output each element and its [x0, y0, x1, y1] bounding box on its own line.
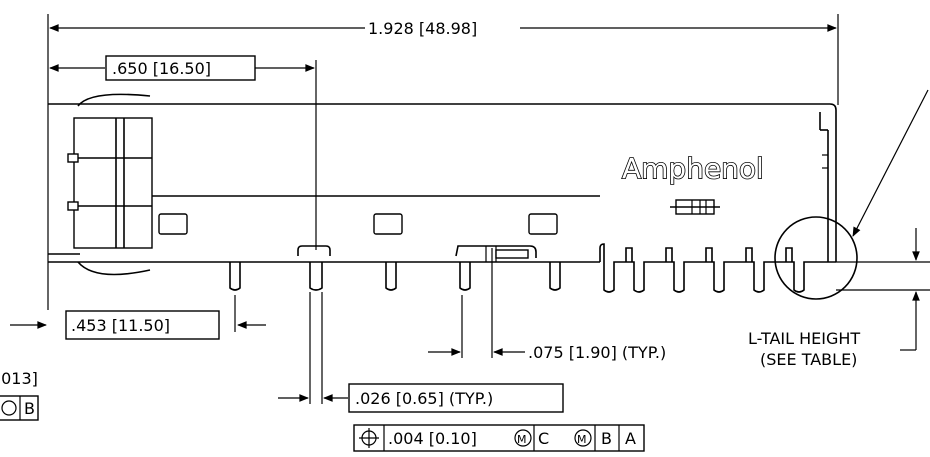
- datum-c: C: [538, 429, 549, 448]
- l-tail-note-line2: (SEE TABLE): [760, 350, 857, 369]
- mmc-modifier-icon: [514, 429, 532, 447]
- front-offset-dimension: .650 [16.50]: [49, 55, 317, 250]
- mmc-modifier-2: M: [577, 433, 587, 446]
- pin-width-dimension: .026 [0.65] (TYP.): [278, 292, 564, 413]
- brand-logo-text: Amphenol: [622, 152, 764, 185]
- vent-window: [158, 213, 188, 235]
- detail-callout: L-TAIL HEIGHT (SEE TABLE): [748, 89, 930, 369]
- left-cut-datum-b: B: [24, 399, 35, 418]
- front-offset-label: .650 [16.50]: [112, 59, 211, 78]
- mmc-modifier-icon: [1, 400, 17, 416]
- pitch-label: .075 [1.90] (TYP.): [528, 343, 666, 362]
- overall-length-label: 1.928 [48.98]: [368, 19, 477, 38]
- latch-symbol: [670, 199, 720, 215]
- tolerance-value: .004 [0.10]: [388, 429, 477, 448]
- feature-control-frame: .004 [0.10] M C M B A: [353, 424, 645, 452]
- mmc-modifier-icon: [574, 429, 592, 447]
- connector-body: Amphenol: [48, 93, 837, 276]
- position-tolerance-icon: [359, 428, 379, 448]
- vent-window: [373, 213, 403, 235]
- left-cropped-annotation: .013] B: [0, 369, 39, 421]
- datum-b: B: [601, 429, 612, 448]
- pin-row: [229, 243, 836, 293]
- datum-a: A: [625, 429, 636, 448]
- pin-width-label: .026 [0.65] (TYP.): [355, 389, 493, 408]
- left-cut-text: .013]: [0, 369, 38, 388]
- bottom-offset-label: .453 [11.50]: [71, 316, 170, 335]
- vent-window: [528, 213, 558, 235]
- overall-length-dimension: 1.928 [48.98]: [47, 14, 839, 310]
- mmc-modifier-1: M: [517, 433, 527, 446]
- bottom-offset-dimension: .453 [11.50]: [10, 295, 266, 340]
- l-tail-note-line1: L-TAIL HEIGHT: [748, 329, 860, 348]
- pitch-dimension: .075 [1.90] (TYP.): [428, 248, 666, 362]
